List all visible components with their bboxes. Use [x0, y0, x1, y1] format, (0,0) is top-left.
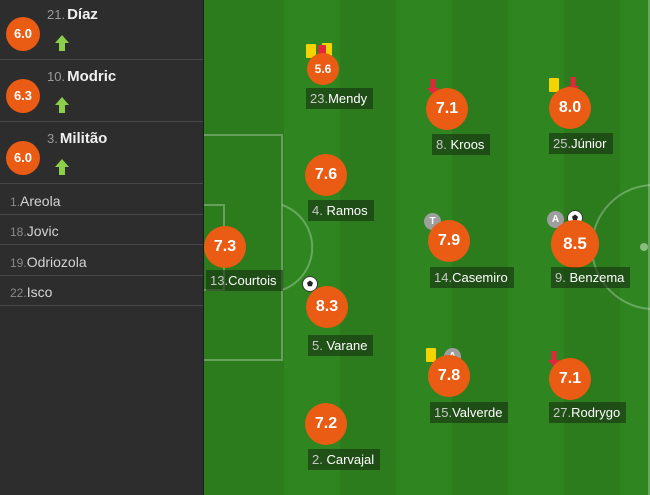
player-number: 19. [10, 256, 27, 270]
sub-row-militao[interactable]: 6.0 3.Militão [0, 124, 203, 184]
player-rating: 6.0 [6, 17, 40, 51]
sub-row-modric[interactable]: 6.3 10.Modric [0, 62, 203, 122]
player-rating: 6.0 [6, 141, 40, 175]
player-number: 23. [310, 91, 329, 106]
soccer-ball-icon [302, 276, 318, 292]
pitch: 7.3 13.Courtois 5.6 23.Mendy 7.6 4. Ramo… [204, 0, 650, 495]
player-name: Isco [26, 284, 53, 300]
red-card-icon [318, 45, 326, 59]
arrow-up-icon [55, 159, 69, 175]
player-number: 5. [312, 338, 323, 353]
player-number: 13. [210, 273, 229, 288]
player-rating: 7.8 [428, 355, 470, 397]
player-number: 25. [553, 136, 572, 151]
player-name: Valverde [452, 405, 503, 420]
player-number: 15. [434, 405, 453, 420]
bench-row-isco[interactable]: 22.Isco [0, 276, 203, 306]
player-name: Casemiro [452, 270, 508, 285]
player-rating: 5.6 [307, 53, 339, 85]
player-name: Benzema [569, 270, 625, 285]
player-number: 14. [434, 270, 453, 285]
player-name: Areola [20, 193, 61, 209]
player-name: Militão [59, 130, 108, 147]
bench-row-areola[interactable]: 1.Areola [0, 185, 203, 215]
player-number: 21. [47, 7, 66, 22]
player-name: Mendy [328, 91, 368, 106]
player-number: 4. [312, 203, 323, 218]
player-name: Courtois [228, 273, 277, 288]
arrow-up-icon [55, 35, 69, 51]
player-number: 2. [312, 452, 323, 467]
player-rating: 7.9 [428, 220, 470, 262]
player-name: Carvajal [326, 452, 375, 467]
player-number: 3. [47, 131, 58, 146]
player-name: Kroos [450, 137, 485, 152]
player-number: 10. [47, 69, 66, 84]
player-name: Jovic [26, 223, 59, 239]
player-number: 18. [10, 225, 27, 239]
player-name: Modric [67, 68, 117, 85]
player-rating: 7.1 [549, 358, 591, 400]
player-name: Odriozola [26, 254, 87, 270]
player-name: Ramos [326, 203, 368, 218]
player-rating: 7.2 [305, 403, 347, 445]
player-rating: 8.3 [306, 286, 348, 328]
player-number: 9. [555, 270, 566, 285]
yellow-card-icon [549, 78, 559, 92]
player-name: Rodrygo [571, 405, 621, 420]
bench-row-jovic[interactable]: 18.Jovic [0, 215, 203, 245]
player-rating: 8.0 [549, 87, 591, 129]
player-number: 22. [10, 286, 27, 300]
yellow-card-icon [306, 44, 316, 58]
player-rating: 8.5 [551, 220, 599, 268]
player-rating: 6.3 [6, 79, 40, 113]
player-name: Júnior [571, 136, 607, 151]
player-rating: 7.6 [305, 154, 347, 196]
player-number: 1. [10, 195, 21, 209]
yellow-card-icon [322, 43, 332, 57]
substitutes-panel: 6.0 21.Díaz 6.3 10.Modric 6.0 3.Militão … [0, 0, 204, 495]
player-rating: 7.3 [204, 226, 246, 268]
sub-row-diaz[interactable]: 6.0 21.Díaz [0, 0, 203, 60]
player-number: 8. [436, 137, 447, 152]
player-name: Díaz [67, 6, 98, 23]
arrow-up-icon [55, 97, 69, 113]
yellow-card-icon [426, 348, 436, 362]
player-number: 27. [553, 405, 572, 420]
bench-row-odriozola[interactable]: 19.Odriozola [0, 246, 203, 276]
player-name: Varane [326, 338, 368, 353]
player-rating: 7.1 [426, 88, 468, 130]
